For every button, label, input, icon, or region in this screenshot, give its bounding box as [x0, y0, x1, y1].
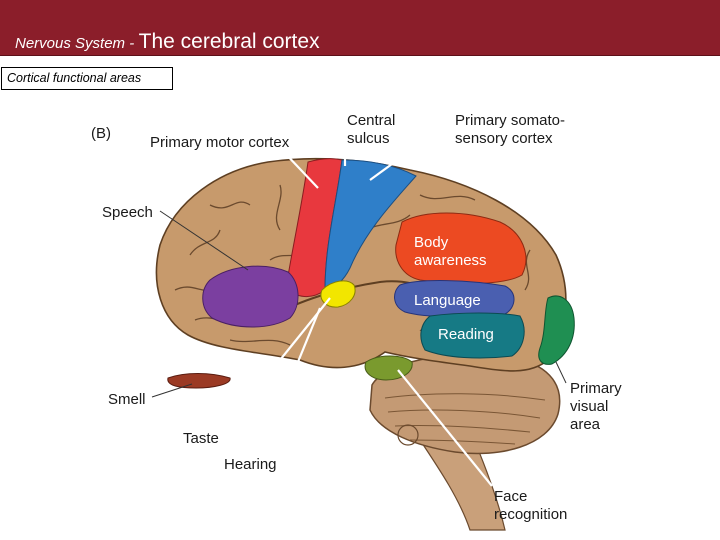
- label-central-sulcus-1: Central: [347, 112, 395, 129]
- reading-region: [420, 312, 525, 359]
- label-face-1: Face: [494, 488, 527, 505]
- leader-motor: [281, 149, 319, 189]
- somatosensory-region: [324, 159, 417, 291]
- leader-somatosensory: [369, 117, 456, 181]
- speech-region: [202, 265, 299, 328]
- leader-speech: [159, 210, 249, 271]
- label-reading: Reading: [438, 326, 494, 343]
- title-topic: The cerebral cortex: [138, 30, 320, 53]
- label-somatosensory-1: Primary somato-: [455, 112, 565, 129]
- taste-region: [320, 280, 356, 308]
- slide-title: Nervous System - The cerebral cortex: [15, 30, 320, 54]
- label-language: Language: [414, 292, 481, 309]
- label-body-awareness-1: Body: [414, 234, 449, 251]
- subtitle-text: Cortical functional areas: [7, 71, 142, 85]
- label-speech: Speech: [102, 204, 153, 221]
- visual-region: [538, 295, 575, 365]
- label-visual-2: visual: [570, 398, 608, 415]
- title-section: Nervous System -: [15, 35, 135, 52]
- leader-hearing: [258, 307, 322, 456]
- label-primary-motor-cortex: Primary motor cortex: [150, 134, 290, 151]
- leader-smell: [151, 383, 193, 398]
- label-hearing: Hearing: [224, 456, 277, 473]
- brainstem: [419, 429, 506, 531]
- label-central-sulcus-2: sulcus: [347, 130, 390, 147]
- subtitle-box: Cortical functional areas: [1, 67, 173, 90]
- leader-taste: [221, 297, 331, 433]
- leader-visual: [555, 361, 567, 384]
- slide-header: Nervous System - The cerebral cortex: [0, 0, 720, 56]
- panel-label: (B): [91, 125, 111, 142]
- label-smell: Smell: [108, 391, 146, 408]
- cerebellum-folds: [384, 393, 546, 445]
- leader-face: [397, 369, 493, 487]
- label-body-awareness-2: awareness: [414, 252, 487, 269]
- label-face-2: recognition: [494, 506, 567, 523]
- body-awareness-region: [395, 212, 527, 285]
- smell-region: [167, 373, 231, 389]
- label-visual-1: Primary: [570, 380, 622, 397]
- label-taste: Taste: [183, 430, 219, 447]
- pons-swirl: [397, 424, 419, 446]
- label-visual-3: area: [570, 416, 601, 433]
- label-somatosensory-2: sensory cortex: [455, 130, 553, 147]
